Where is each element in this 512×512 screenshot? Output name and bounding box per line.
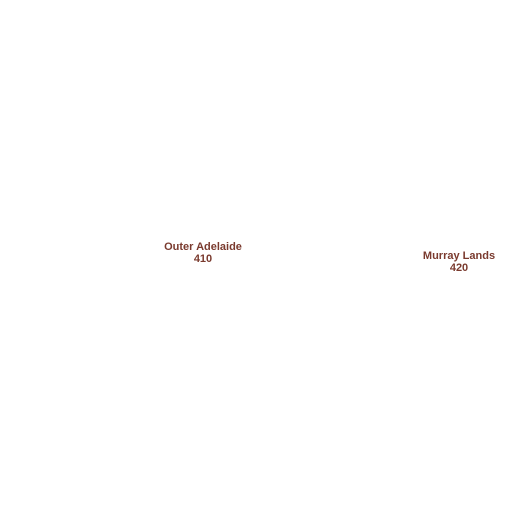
region-code: 420 bbox=[449, 262, 469, 274]
region-code: 410 bbox=[193, 253, 213, 265]
region-name: Murray Lands bbox=[422, 250, 496, 262]
region-label-murray-lands: Murray Lands 420 bbox=[423, 250, 495, 274]
region-label-outer-adelaide: Outer Adelaide 410 bbox=[164, 241, 242, 265]
region-name: Outer Adelaide bbox=[164, 241, 242, 253]
